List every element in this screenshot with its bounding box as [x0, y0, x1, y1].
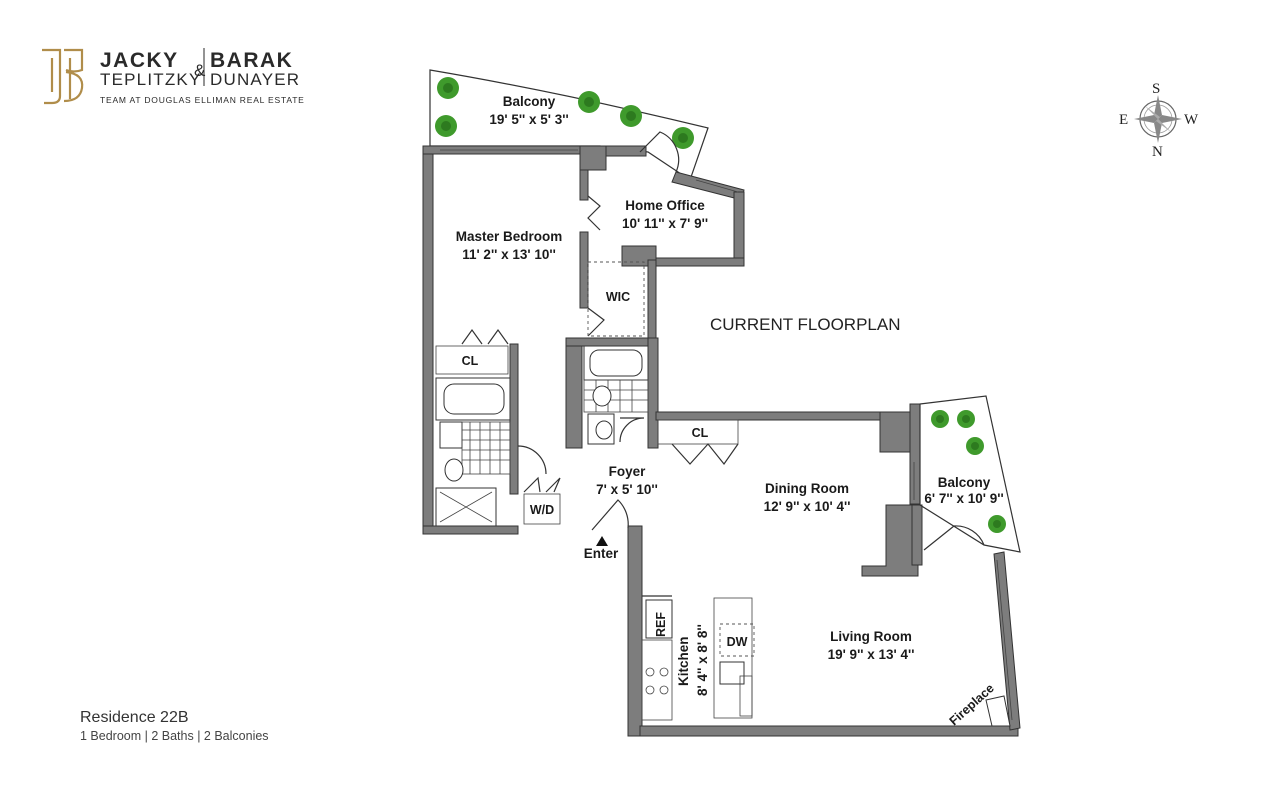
compass-rose-icon: S N E W	[1119, 81, 1199, 160]
master-bedroom-name: Master Bedroom	[456, 229, 563, 244]
monogram-logo-icon	[42, 48, 84, 105]
dishwasher	[719, 623, 755, 657]
washer-dryer	[523, 493, 561, 525]
foyer-name: Foyer	[609, 464, 647, 479]
walk-in-closet	[587, 261, 645, 337]
brand-team-tagline: TEAM AT DOUGLAS ELLIMAN REAL ESTATE	[100, 95, 305, 105]
enter-arrow-icon	[596, 536, 608, 546]
dishwasher-label: DW	[727, 635, 748, 649]
living-room-dims: 19' 9'' x 13' 4''	[828, 647, 915, 662]
kitchen-fixtures	[641, 595, 755, 721]
compass-label-bottom: N	[1152, 144, 1163, 160]
balcony-right-name: Balcony	[938, 475, 991, 490]
sink-icon	[719, 661, 745, 685]
residence-title: Residence 22B	[80, 709, 189, 726]
compass-label-right: W	[1184, 112, 1199, 128]
bathroom-1	[435, 377, 511, 527]
stove-icon	[641, 639, 673, 721]
foyer-closet-label: CL	[692, 426, 709, 440]
floorplan-heading: CURRENT FLOORPLAN	[710, 315, 901, 334]
dining-room-dims: 12' 9'' x 10' 4''	[764, 499, 851, 514]
foyer-dims: 7' x 5' 10''	[596, 482, 658, 497]
compass-label-left: E	[1119, 112, 1128, 128]
refrigerator-label: REF	[654, 612, 668, 637]
plant-icon	[931, 410, 1006, 533]
brand-name-dunayer: DUNAYER	[210, 70, 300, 89]
brand-logo: JACKY BARAK & TEPLITZKY DUNAYER TEAM AT …	[42, 48, 305, 105]
balcony-top-name: Balcony	[503, 94, 556, 109]
compass-label-top: S	[1152, 81, 1160, 97]
balcony-top-dims: 19' 5'' x 5' 3''	[489, 112, 568, 127]
brand-name-barak: BARAK	[210, 49, 293, 72]
bathroom-2	[583, 345, 649, 445]
kitchen-name: Kitchen	[676, 636, 691, 686]
kitchen-dims: 8' 4'' x 8' 8''	[695, 624, 710, 696]
refrigerator-icon	[645, 599, 673, 639]
brand-ampersand: &	[194, 61, 207, 80]
plant-icon	[435, 77, 694, 149]
bedroom-closet	[435, 345, 509, 375]
wic-label: WIC	[606, 290, 630, 304]
balcony-right-area	[919, 395, 1021, 553]
home-office-name: Home Office	[625, 198, 705, 213]
bedroom-closet-label: CL	[462, 354, 479, 368]
living-room-name: Living Room	[830, 629, 912, 644]
window-markers	[440, 149, 1013, 721]
balcony-top-area	[429, 69, 709, 181]
balcony-right-dims: 6' 7'' x 10' 9''	[924, 491, 1003, 506]
fireplace-icon	[985, 695, 1011, 727]
sink-icon	[439, 421, 463, 449]
dining-room-name: Dining Room	[765, 481, 849, 496]
kitchen-island	[713, 597, 753, 719]
foyer-closet	[657, 419, 739, 445]
residence-details: 1 Bedroom | 2 Baths | 2 Balconies	[80, 729, 269, 743]
toilet-icon	[444, 458, 464, 482]
brand-name-teplitzky: TEPLITZKY	[100, 70, 202, 89]
door-swings	[461, 131, 985, 551]
home-office-dims: 10' 11'' x 7' 9''	[622, 216, 708, 231]
enter-label: Enter	[584, 546, 619, 561]
toilet-icon	[592, 385, 612, 407]
washer-dryer-label: W/D	[530, 503, 554, 517]
master-bedroom-dims: 11' 2'' x 13' 10''	[462, 247, 556, 262]
brand-name-jacky: JACKY	[100, 49, 179, 72]
